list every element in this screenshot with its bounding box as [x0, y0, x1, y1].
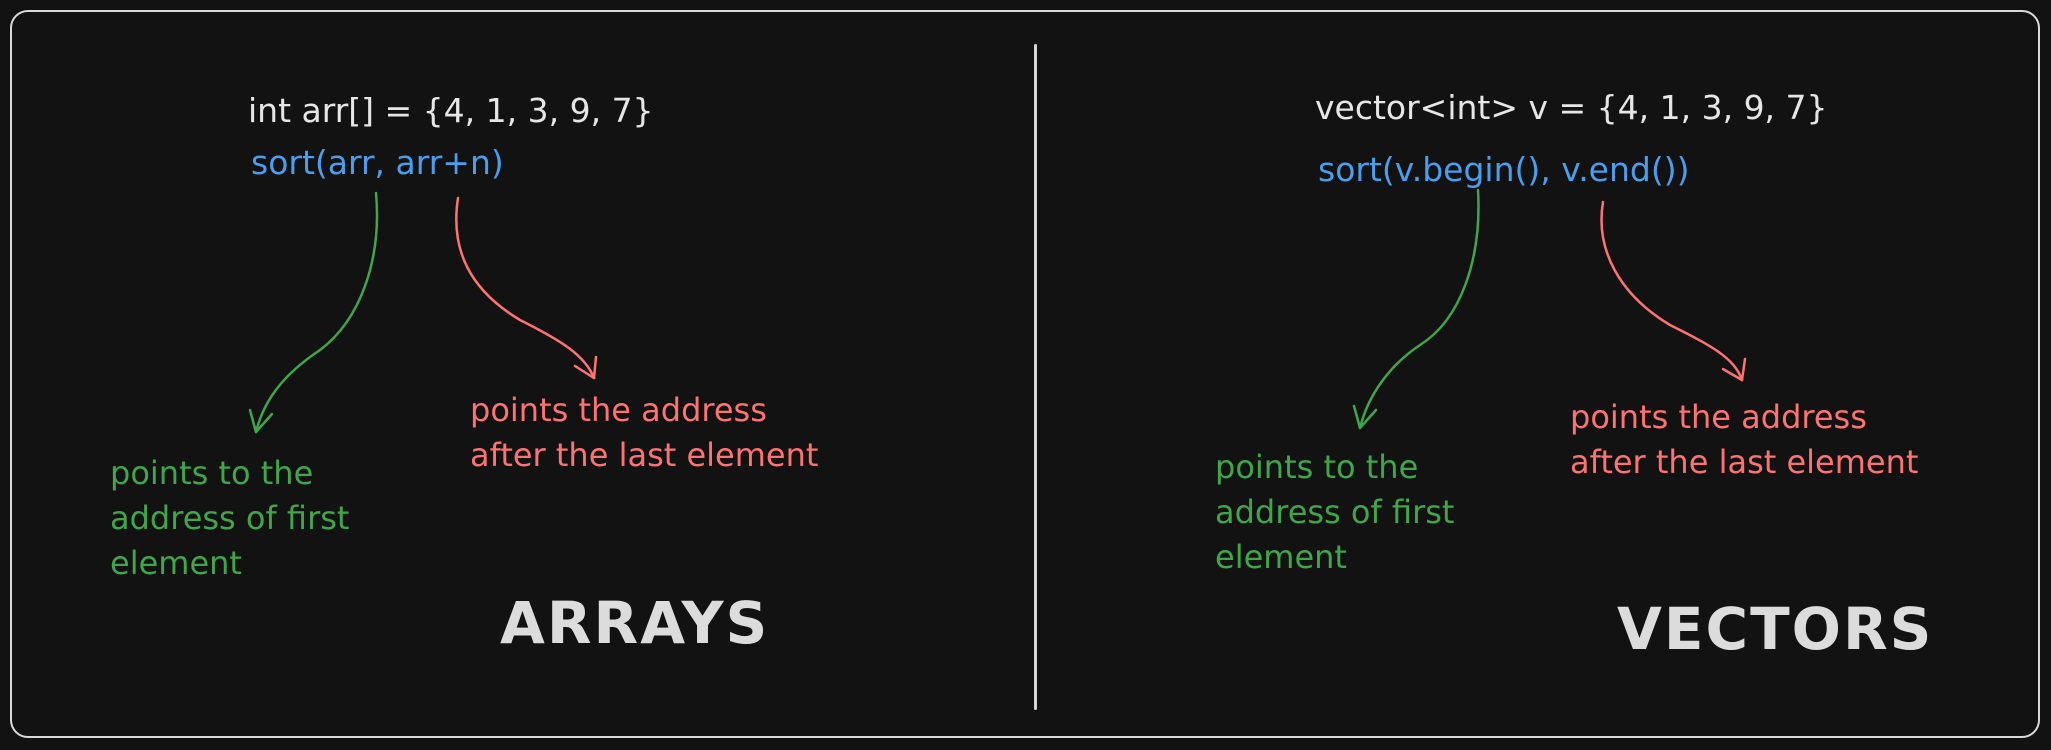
- diagram-frame: [10, 10, 2040, 738]
- vectors-begin-arrow: [1352, 188, 1480, 430]
- arrays-end-note: points the address after the last elemen…: [470, 391, 819, 474]
- vectors-end-note: points the address after the last elemen…: [1570, 398, 1919, 481]
- arrays-begin-arrow: [248, 191, 379, 434]
- vectors-declaration: vector<int> v = {4, 1, 3, 9, 7}: [1315, 88, 1828, 127]
- arrays-begin-note: points to the address of first element: [110, 454, 350, 582]
- vectors-begin-note: points to the address of first element: [1215, 448, 1455, 576]
- arrays-end-arrow: [455, 196, 598, 380]
- arrays-declaration: int arr[] = {4, 1, 3, 9, 7}: [248, 91, 654, 130]
- vectors-end-arrow: [1600, 200, 1747, 382]
- section-divider: [1034, 44, 1037, 710]
- arrays-sort-call: sort(arr, arr+n): [251, 143, 504, 182]
- arrays-heading: ARRAYS: [500, 589, 770, 657]
- vectors-sort-call: sort(v.begin(), v.end()): [1318, 150, 1690, 189]
- vectors-heading: VECTORS: [1617, 595, 1934, 663]
